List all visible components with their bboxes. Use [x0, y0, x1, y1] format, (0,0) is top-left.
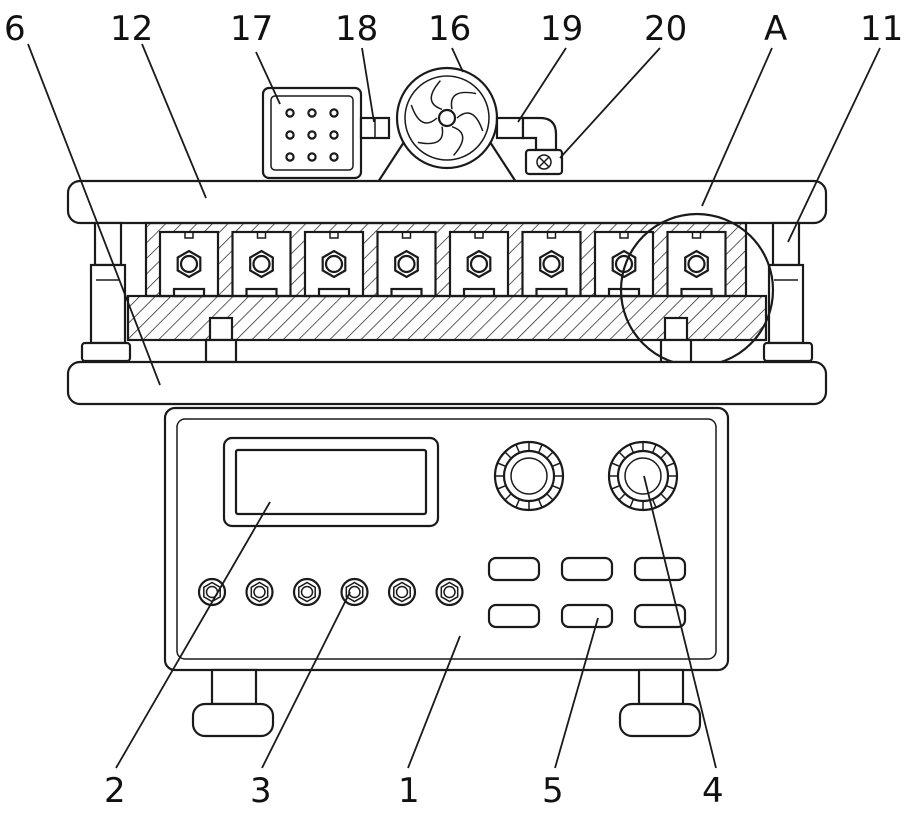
label-16: 16 [428, 9, 471, 49]
panel-button [562, 605, 612, 627]
panel-button [489, 605, 539, 627]
label-5: 5 [542, 771, 564, 811]
label-2: 2 [104, 771, 126, 811]
port [437, 579, 463, 605]
elbow-pipe [497, 118, 556, 150]
slot-holder [378, 232, 436, 296]
valve [526, 150, 562, 174]
label-11: 11 [860, 9, 903, 49]
right-support-column [764, 223, 812, 361]
slot-holder [668, 232, 726, 296]
right-foot [620, 670, 700, 736]
label-6: 6 [4, 9, 26, 49]
label-12: 12 [110, 9, 153, 49]
control-box [263, 88, 361, 178]
knob [609, 442, 677, 510]
exhaust-fan [378, 68, 516, 182]
slot-holder [523, 232, 581, 296]
label-4: 4 [702, 771, 724, 811]
port [389, 579, 415, 605]
left-foot [193, 670, 273, 736]
connector-pipe [361, 118, 389, 138]
label-20: 20 [644, 9, 687, 49]
slot-holder [305, 232, 363, 296]
label-18: 18 [335, 9, 378, 49]
base-plate [68, 362, 826, 404]
left-locating-pin [206, 318, 236, 362]
right-locating-pin [661, 318, 691, 362]
port [247, 579, 273, 605]
label-17: 17 [230, 9, 273, 49]
slot-holder [595, 232, 653, 296]
top-plate [68, 181, 826, 223]
slot-holder [450, 232, 508, 296]
port [294, 579, 320, 605]
panel-button [489, 558, 539, 580]
slot-holder [233, 232, 291, 296]
label-a: A [764, 9, 787, 49]
label-1: 1 [398, 771, 420, 811]
label-19: 19 [540, 9, 583, 49]
label-3: 3 [250, 771, 272, 811]
knob [495, 442, 563, 510]
panel-button [635, 558, 685, 580]
slot-holder [160, 232, 218, 296]
panel-button [562, 558, 612, 580]
display-screen [224, 438, 438, 526]
